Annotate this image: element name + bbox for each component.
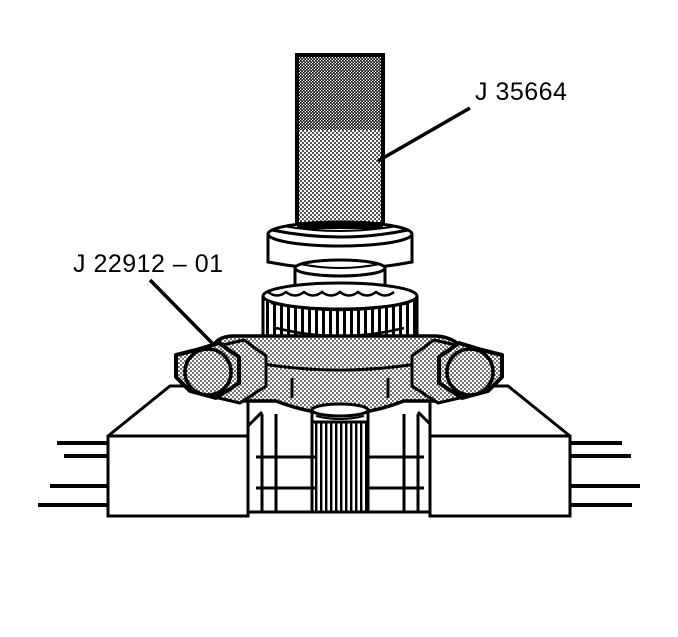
callout-j35664: J 35664 (377, 78, 567, 163)
hex-bolt-right (410, 338, 504, 405)
callout-j22912-01-label: J 22912 – 01 (73, 250, 224, 278)
driver-shaft (295, 53, 385, 229)
callout-j22912-01: J 22912 – 01 (73, 250, 224, 347)
support-block-left (106, 384, 250, 518)
lower-spline-shaft (310, 409, 370, 514)
lower-collar (310, 402, 370, 424)
support-block-right (428, 384, 572, 518)
callout-j35664-label: J 35664 (475, 78, 567, 106)
reference-lines-left (38, 441, 108, 507)
callout-j22912-01-leader (148, 278, 216, 347)
callout-j35664-leader (377, 106, 471, 163)
hex-bolt-left (174, 338, 268, 405)
driver-shaft-knurl (297, 55, 383, 130)
reference-lines-right (570, 441, 640, 507)
